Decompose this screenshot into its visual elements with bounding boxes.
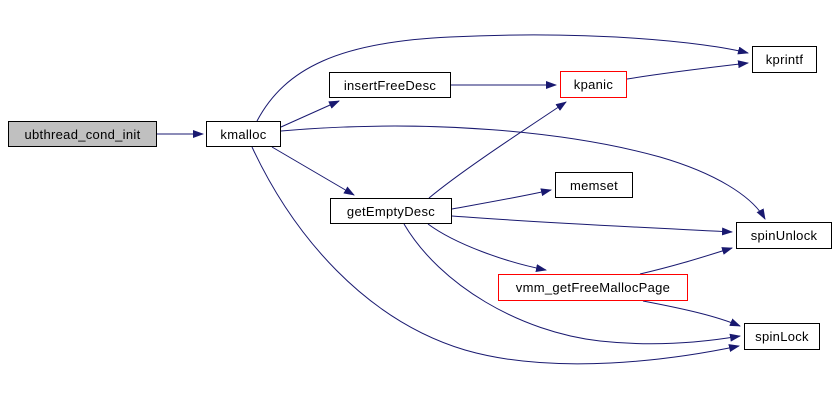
node-memset[interactable]: memset (555, 172, 633, 198)
node-label: spinUnlock (750, 228, 818, 243)
node-spinlock[interactable]: spinLock (744, 323, 820, 350)
node-label: insertFreeDesc (343, 77, 437, 93)
node-label: vmm_getFreeMallocPage (515, 280, 671, 295)
edge-getEmptyDesc-to-vmm_getFreeMallocPage (427, 223, 547, 273)
node-ubthread-cond-init[interactable]: ubthread_cond_init (8, 121, 157, 147)
edge-vmm_getFreeMallocPage-to-spinUnlock (639, 247, 733, 275)
node-kmalloc[interactable]: kmalloc (206, 121, 281, 147)
node-label: kmalloc (220, 126, 267, 142)
node-getemptydesc[interactable]: getEmptyDesc (330, 198, 452, 224)
edge-kmalloc-to-getEmptyDesc (271, 146, 355, 196)
edge-vmm_getFreeMallocPage-to-spinLock (642, 300, 741, 327)
node-insertfreedesc[interactable]: insertFreeDesc (329, 72, 451, 98)
node-label: getEmptyDesc (346, 203, 436, 219)
edge-kpanic-to-kprintf (626, 60, 749, 80)
node-label: memset (569, 177, 619, 193)
node-kpanic[interactable]: kpanic (560, 71, 627, 98)
edge-getEmptyDesc-to-memset (451, 188, 552, 210)
node-label: ubthread_cond_init (24, 126, 141, 142)
edge-kmalloc-to-kprintf (256, 34, 749, 122)
edge-getEmptyDesc-to-spinLock (403, 223, 741, 345)
node-vmm-getfreemallocpage[interactable]: vmm_getFreeMallocPage (498, 274, 688, 301)
node-label: kprintf (765, 52, 804, 67)
node-label: kpanic (573, 77, 614, 92)
edge-kmalloc-to-spinUnlock (280, 125, 766, 220)
node-kprintf[interactable]: kprintf (752, 46, 817, 73)
edge-getEmptyDesc-to-kpanic (428, 101, 567, 199)
node-label: spinLock (755, 329, 809, 344)
edge-kmalloc-to-insertFreeDesc (280, 100, 340, 128)
node-spinunlock[interactable]: spinUnlock (736, 222, 832, 249)
edge-getEmptyDesc-to-spinUnlock (451, 215, 733, 236)
edge-kmalloc-to-spinLock (251, 146, 740, 365)
